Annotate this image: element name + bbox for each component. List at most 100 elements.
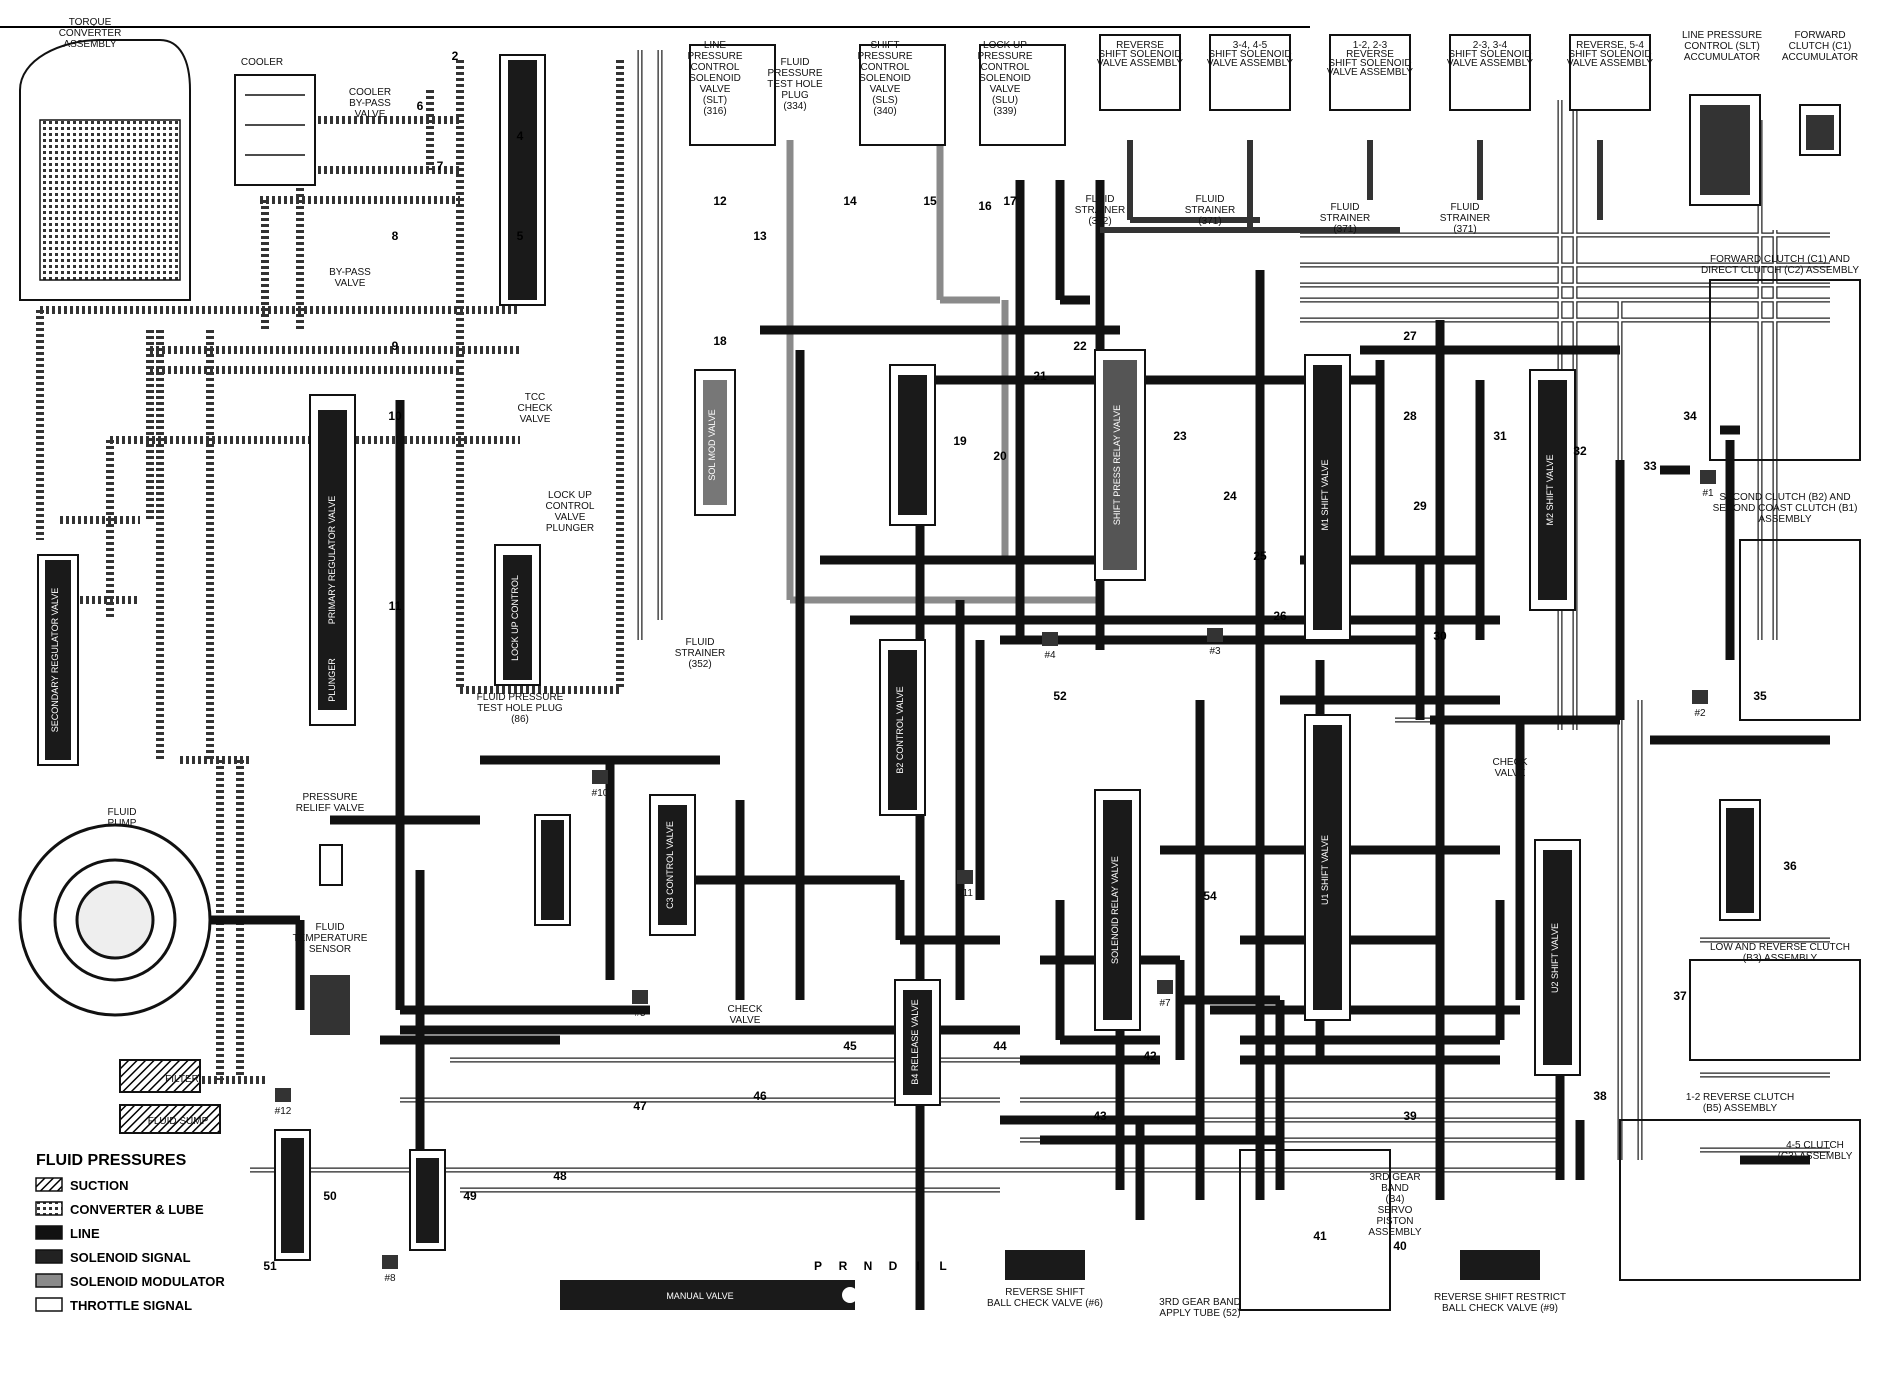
b4-release-valve-label: B4 RELEASE VALVE xyxy=(910,999,920,1084)
legend-item-label: CONVERTER & LUBE xyxy=(70,1202,204,1217)
legend-swatch-dots xyxy=(35,1201,63,1216)
passage-number: 52 xyxy=(1053,689,1067,703)
passage-number: 15 xyxy=(923,194,937,208)
lockup-control-valve-label: LOCK UP CONTROL xyxy=(510,575,520,661)
passage-number: 5 xyxy=(517,229,524,243)
solenoid-modulator-passages xyxy=(786,140,1100,604)
converter-lube-passages xyxy=(36,60,624,1084)
valve-bodies: PRIMARY REGULATOR VALVE PLUNGER SECONDAR… xyxy=(37,54,1761,1310)
passage-number: 9 xyxy=(392,339,399,353)
check-ball-5 xyxy=(632,990,648,1004)
legend-swatch-solid xyxy=(35,1225,63,1240)
clutch-assemblies xyxy=(1239,279,1861,1311)
check-ball-label: #1 xyxy=(1702,488,1714,499)
passage-number: 54 xyxy=(1203,889,1217,903)
legend-title: FLUID PRESSURES xyxy=(36,1152,187,1169)
check-ball-label: #11 xyxy=(957,888,973,899)
sol-mod-valve-label: SOL MOD VALVE xyxy=(707,409,717,480)
third-gear-band-servo xyxy=(1239,1149,1391,1311)
u2-shift-valve-label: U2 SHIFT VALVE xyxy=(1550,923,1560,993)
legend-swatch-gray xyxy=(35,1273,63,1288)
passage-number: 44 xyxy=(993,1039,1007,1053)
passage-number: 51 xyxy=(263,1259,277,1273)
prndl-r: R xyxy=(839,1259,848,1273)
prndl-p: P xyxy=(814,1259,822,1273)
passage-number: 2 xyxy=(452,49,459,63)
reverse-shift-ball-check-body xyxy=(1005,1250,1085,1280)
passage-number: 18 xyxy=(713,334,727,348)
reverse-clutch-12-label: 1-2 REVERSE CLUTCH(B5) ASSEMBLY xyxy=(1686,1092,1794,1114)
passage-number: 39 xyxy=(1403,1109,1417,1123)
cooler xyxy=(234,74,316,186)
passage-number: 36 xyxy=(1783,859,1797,873)
fluid-sump-label: FLUID SUMP xyxy=(148,1116,209,1127)
passage-number: 25 xyxy=(1253,549,1267,563)
passage-number: 22 xyxy=(1073,339,1087,353)
legend-item-label: THROTTLE SIGNAL xyxy=(70,1298,192,1313)
legend-item-label: LINE xyxy=(70,1226,100,1241)
passage-number: 40 xyxy=(1393,1239,1407,1253)
check-ball-1 xyxy=(1700,470,1716,484)
passage-number: 45 xyxy=(843,1039,857,1053)
filter xyxy=(119,1059,201,1093)
passage-number: 10 xyxy=(388,409,402,423)
passage-number: 31 xyxy=(1493,429,1507,443)
prndl-d: D xyxy=(889,1259,898,1273)
passage-number: 11 xyxy=(389,599,402,613)
passage-number: 19 xyxy=(953,434,967,448)
b2-control-valve-label: B2 CONTROL VALVE xyxy=(895,686,905,773)
legend-swatch-dark xyxy=(35,1249,63,1264)
passage-number: 30 xyxy=(1433,629,1447,643)
check-ball-label: #10 xyxy=(592,788,609,799)
passage-number: 4 xyxy=(517,129,524,143)
primary-regulator-valve-label: PRIMARY REGULATOR VALVE xyxy=(327,496,337,625)
check-ball-7 xyxy=(1157,980,1173,994)
prndl-i: I xyxy=(916,1259,919,1273)
passage-number: 46 xyxy=(753,1089,767,1103)
fluid-sump xyxy=(119,1104,221,1134)
components-left xyxy=(18,39,350,1134)
passage-number: 20 xyxy=(993,449,1007,463)
passage-number: 13 xyxy=(753,229,767,243)
shift-press-relay-valve-label: SHIFT PRESS RELAY VALVE xyxy=(1112,405,1122,525)
passage-number: 8 xyxy=(392,229,399,243)
passage-number: 26 xyxy=(1273,609,1287,623)
check-ball-label: #8 xyxy=(384,1273,396,1284)
low-reverse-clutch-label: LOW AND REVERSE CLUTCH(B3) ASSEMBLY xyxy=(1710,942,1850,964)
secondary-regulator-valve-label: SECONDARY REGULATOR VALVE xyxy=(50,588,60,733)
manual-valve-body xyxy=(560,1280,855,1310)
filter-label: FILTER xyxy=(165,1074,199,1085)
passage-number: 41 xyxy=(1313,1229,1327,1243)
check-ball-11 xyxy=(957,870,973,884)
c3-control-valve-label: C3 CONTROL VALVE xyxy=(665,821,675,909)
cooler-label: COOLER xyxy=(241,57,283,68)
check-ball-10 xyxy=(592,770,608,784)
m2-shift-valve-label: M2 SHIFT VALVE xyxy=(1545,454,1555,525)
pressure-relief-valve xyxy=(319,844,343,886)
passage-number: 37 xyxy=(1673,989,1687,1003)
passage-number: 12 xyxy=(713,194,727,208)
